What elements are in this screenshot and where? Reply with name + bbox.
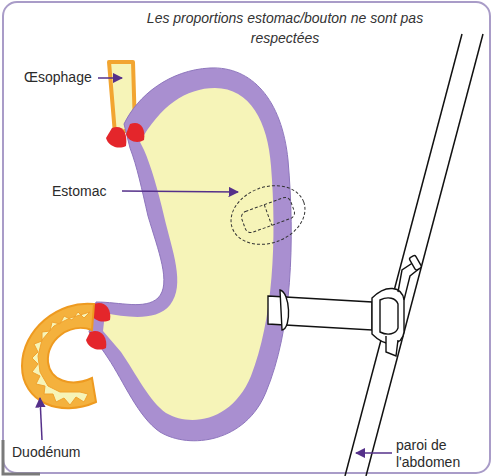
frame xyxy=(3,2,490,473)
abdominal-wall xyxy=(366,34,483,476)
stomach-wall xyxy=(89,68,291,441)
cardia-sphincter xyxy=(106,127,126,148)
abdominal-wall xyxy=(345,34,462,476)
leader-arrow xyxy=(122,191,238,192)
cardia-sphincter xyxy=(126,123,144,142)
stomach-lumen xyxy=(103,88,274,420)
wall-label: paroi de l'abdomen xyxy=(396,437,482,471)
duodenum-lumen xyxy=(32,312,90,405)
leader-arrow xyxy=(98,77,122,79)
organ-label: Estomac xyxy=(52,183,122,200)
leader-arrow xyxy=(356,452,392,454)
organ-label: Œsophage xyxy=(24,69,104,86)
duodenum xyxy=(22,304,96,409)
gastrostomy-button xyxy=(268,255,422,356)
leader-arrow xyxy=(40,398,42,440)
organ-label: Duodénum xyxy=(12,444,102,461)
note-text: Les proportions estomac/bouton ne sont p… xyxy=(140,8,430,48)
balloon xyxy=(223,176,314,255)
pylorus-sphincter xyxy=(86,331,106,350)
